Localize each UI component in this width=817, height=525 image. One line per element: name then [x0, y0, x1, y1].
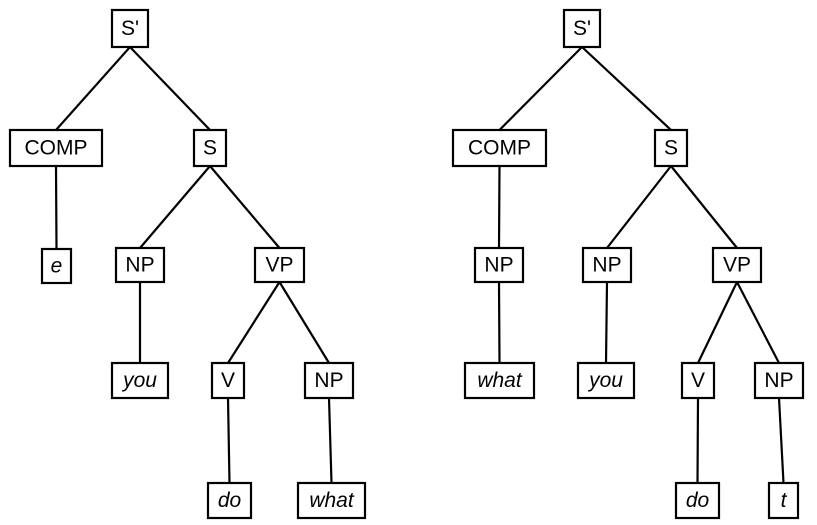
tree-node-R-V[interactable]: V — [680, 361, 716, 400]
tree-edges-deep-structure-tree — [54, 46, 333, 484]
node-label-R-VP: VP — [723, 254, 751, 277]
node-label-L-NP2: NP — [314, 369, 343, 392]
tree-edge-R-VP-to-R-V — [697, 281, 738, 364]
node-box-L-VP — [253, 246, 306, 284]
node-label-R-what: what — [477, 369, 523, 392]
node-box-R-COMP — [451, 128, 548, 168]
node-box-R-do — [674, 481, 721, 520]
node-box-R-S — [653, 128, 689, 168]
node-box-L-S — [192, 128, 228, 168]
tree-edge-L-V-to-L-do — [226, 397, 231, 484]
tree-node-R-t[interactable]: t — [767, 481, 800, 520]
node-box-L-do — [206, 481, 253, 520]
node-box-R-VP — [711, 246, 763, 284]
tree-edge-L-VP-to-L-V — [227, 281, 281, 364]
node-box-R-NP1 — [581, 246, 633, 284]
tree-edge-R-COMP-to-R-NP0 — [497, 165, 501, 249]
node-box-R-Sbar — [562, 8, 602, 49]
tree-edge-R-Sbar-to-R-COMP — [498, 46, 583, 131]
node-box-L-what — [296, 481, 367, 520]
node-label-R-V: V — [691, 369, 705, 392]
tree-node-L-V[interactable]: V — [210, 361, 246, 400]
node-label-R-S: S — [664, 137, 678, 160]
tree-edge-L-VP-to-L-NP2 — [278, 281, 330, 364]
node-box-L-COMP — [8, 128, 104, 168]
node-label-R-do: do — [686, 489, 710, 512]
node-box-L-Sbar — [110, 8, 150, 49]
edges-layer — [54, 46, 785, 484]
tree-node-R-COMP[interactable]: COMP — [451, 128, 548, 168]
node-label-L-do: do — [218, 489, 242, 512]
node-box-L-e — [40, 247, 73, 285]
node-box-L-you — [110, 361, 170, 400]
tree-edge-R-NP1-to-R-you — [604, 281, 609, 364]
node-box-R-NP2 — [753, 361, 805, 400]
tree-node-R-you[interactable]: you — [576, 361, 636, 400]
tree-node-L-you[interactable]: you — [110, 361, 170, 400]
node-label-R-NP2: NP — [764, 369, 793, 392]
tree-node-L-S[interactable]: S — [192, 128, 228, 168]
tree-edge-L-S-to-L-NP1 — [139, 165, 211, 249]
tree-edge-R-NP0-to-R-what — [497, 281, 501, 364]
node-label-R-you: you — [587, 369, 623, 392]
node-label-R-NP1: NP — [592, 254, 621, 277]
tree-node-R-NP1[interactable]: NP — [581, 246, 633, 284]
tree-node-R-Sbar[interactable]: S' — [562, 8, 602, 49]
node-box-R-NP0 — [473, 246, 525, 284]
tree-node-R-what[interactable]: what — [463, 361, 536, 400]
node-box-R-V — [680, 361, 716, 400]
tree-edge-L-NP2-to-L-what — [327, 397, 333, 484]
tree-nodes-surface-structure-tree: S' COMP S NP NP VP what you V NP do t — [451, 8, 805, 520]
tree-edge-R-Sbar-to-R-S — [581, 46, 672, 131]
tree-node-R-NP0[interactable]: NP — [473, 246, 525, 284]
tree-node-L-Sbar[interactable]: S' — [110, 8, 150, 49]
node-box-L-NP1 — [114, 246, 166, 284]
tree-edge-L-Sbar-to-L-S — [129, 46, 211, 131]
node-label-L-VP: VP — [265, 254, 293, 277]
tree-edge-R-S-to-R-VP — [670, 165, 738, 249]
tree-node-R-NP2[interactable]: NP — [753, 361, 805, 400]
node-label-L-Sbar: S' — [121, 17, 139, 40]
node-label-L-NP1: NP — [125, 254, 154, 277]
tree-edge-R-V-to-R-do — [696, 397, 700, 484]
tree-edge-L-Sbar-to-L-COMP — [55, 46, 131, 131]
tree-node-L-what[interactable]: what — [296, 481, 367, 520]
tree-node-R-do[interactable]: do — [674, 481, 721, 520]
node-box-L-V — [210, 361, 246, 400]
tree-edges-surface-structure-tree — [497, 46, 785, 484]
tree-edge-R-VP-to-R-NP2 — [736, 281, 780, 364]
node-label-L-COMP: COMP — [25, 137, 88, 160]
node-box-R-what — [463, 361, 536, 400]
tree-edge-R-NP2-to-R-t — [777, 397, 785, 484]
node-label-L-S: S — [203, 137, 217, 160]
node-box-R-you — [576, 361, 636, 400]
tree-edge-L-S-to-L-VP — [209, 165, 281, 249]
node-label-L-e: e — [51, 255, 63, 278]
node-label-R-NP0: NP — [484, 254, 513, 277]
node-box-R-t — [767, 481, 800, 520]
tree-edge-R-S-to-R-NP1 — [606, 165, 672, 249]
tree-node-R-VP[interactable]: VP — [711, 246, 763, 284]
tree-node-L-NP1[interactable]: NP — [114, 246, 166, 284]
node-box-L-NP2 — [303, 361, 355, 400]
node-label-R-Sbar: S' — [573, 17, 591, 40]
node-label-L-what: what — [309, 489, 355, 512]
tree-node-L-VP[interactable]: VP — [253, 246, 306, 284]
tree-edge-L-COMP-to-L-e — [54, 165, 58, 250]
tree-node-L-COMP[interactable]: COMP — [8, 128, 104, 168]
node-label-L-V: V — [221, 369, 235, 392]
node-label-L-you: you — [121, 369, 157, 392]
tree-node-L-e[interactable]: e — [40, 247, 73, 285]
tree-node-L-do[interactable]: do — [206, 481, 253, 520]
tree-node-R-S[interactable]: S — [653, 128, 689, 168]
node-label-R-t: t — [781, 489, 788, 512]
node-label-R-COMP: COMP — [468, 137, 531, 160]
tree-node-L-NP2[interactable]: NP — [303, 361, 355, 400]
